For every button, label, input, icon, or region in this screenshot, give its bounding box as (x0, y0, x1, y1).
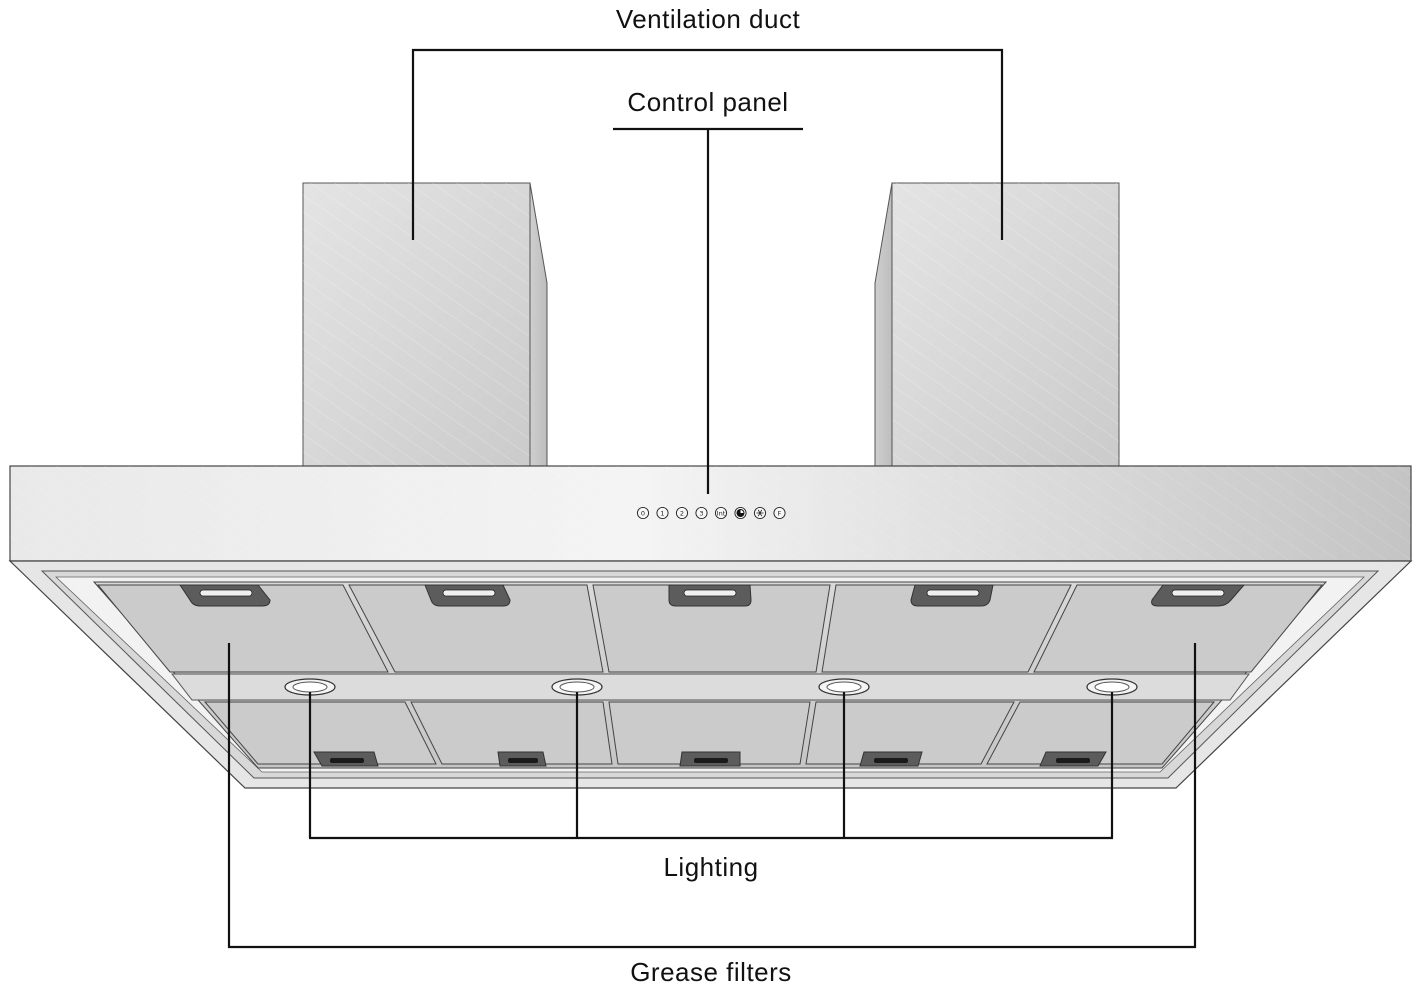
light-icon (284, 678, 336, 696)
fan-off-icon[interactable]: 0 (636, 506, 650, 520)
fan-speed-1-glyph: 1 (660, 509, 664, 517)
filter-handle-icon (179, 584, 271, 607)
ventilation-duct-label: Ventilation duct (616, 4, 801, 34)
filter-handle-icon (910, 584, 994, 607)
intensive-mode-glyph: Int (717, 509, 726, 517)
ventilation-duct-right (874, 182, 1120, 467)
grease-filters-label: Grease filters (630, 957, 792, 984)
lighting-label: Lighting (663, 852, 758, 882)
hood-front-panel (9, 465, 1412, 562)
fan-speed-2-icon[interactable]: 2 (675, 506, 689, 520)
control-panel-label: Control panel (627, 87, 788, 117)
lighting-strip (170, 673, 1250, 701)
grease-filters-bottom-row (203, 701, 1216, 765)
filter-handle-icon (313, 751, 379, 767)
filter-indicator-glyph: F (778, 509, 782, 517)
fan-off-glyph: 0 (641, 509, 645, 517)
callout-lines (227, 48, 1197, 949)
filter-handle-icon (679, 751, 741, 767)
ventilation-duct-callout (411, 48, 1004, 240)
control-panel-buttons: 0 1 2 3 Int F (636, 506, 786, 520)
grease-filters-callout (227, 643, 1197, 949)
filter-indicator-icon[interactable]: F (773, 506, 786, 520)
fan-speed-3-icon[interactable]: 3 (695, 506, 708, 520)
fan-speed-1-icon[interactable]: 1 (656, 506, 669, 520)
filter-handle-icon (1151, 584, 1246, 607)
fan-speed-3-glyph: 3 (699, 509, 703, 517)
filter-handles-top (179, 584, 1246, 607)
lighting-callout (308, 692, 1114, 840)
light-icon (818, 678, 870, 696)
lights (284, 678, 1138, 696)
filter-handle-icon (497, 751, 547, 767)
intensive-mode-icon[interactable]: Int (714, 506, 728, 520)
grease-filters-top-row (96, 584, 1324, 673)
timer-icon[interactable] (734, 506, 747, 520)
light-icon[interactable] (753, 506, 767, 520)
filter-handle-icon (668, 584, 752, 607)
filter-handle-icon (424, 584, 511, 607)
filter-handles-bottom (313, 751, 1107, 767)
fan-speed-2-glyph: 2 (680, 509, 684, 517)
filter-handle-icon (1039, 751, 1107, 767)
ventilation-duct-left (302, 182, 548, 467)
filter-handle-icon (859, 751, 923, 767)
